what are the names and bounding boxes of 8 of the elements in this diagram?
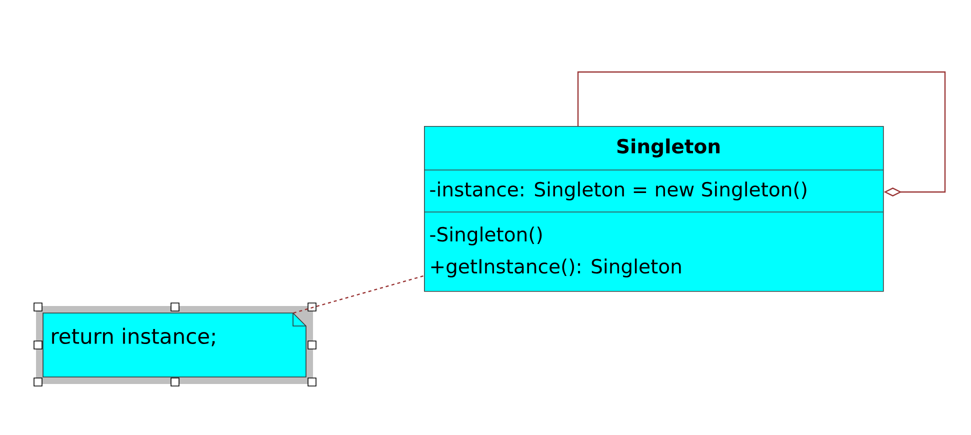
attribute-text: -instance: Singleton = new Singleton() (430, 182, 806, 200)
method-text: +getInstance(): Singleton (431, 258, 681, 278)
note-text: return instance; (52, 328, 215, 346)
association-line (577, 71, 946, 196)
method-text: -Singleton() (430, 226, 542, 246)
class-name: Singleton (617, 138, 720, 158)
note-box (42, 312, 306, 378)
note-connector (293, 275, 424, 314)
